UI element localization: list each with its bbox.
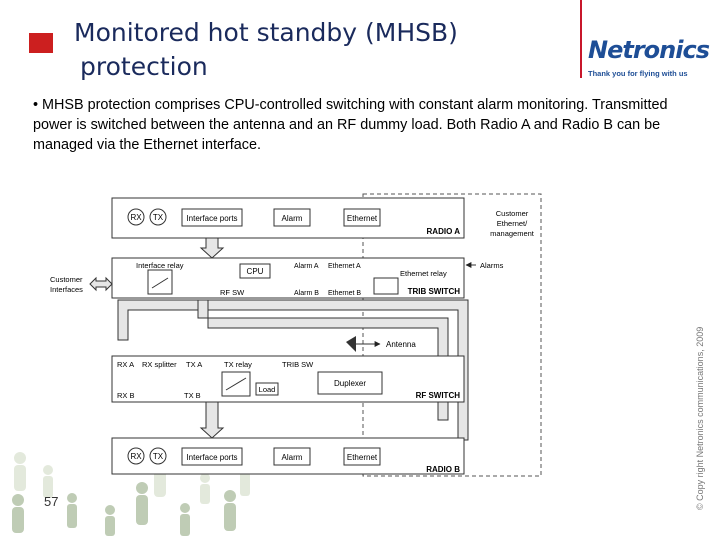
tx-b-label: TX B: [184, 391, 201, 400]
title-bullet-square: [29, 33, 53, 53]
title-line-1: Monitored hot standby (MHSB): [74, 18, 458, 47]
radio-a-alarm-label: Alarm: [282, 214, 303, 223]
rf-switch-label: RF SWITCH: [416, 391, 461, 400]
radio-a-interface-ports-label: Interface ports: [186, 214, 237, 223]
customer-interfaces-arrow: [89, 276, 113, 292]
management-boundary: [362, 193, 542, 477]
radio-b-rx-label: RX: [130, 452, 142, 461]
radio-a-alarm: [273, 208, 311, 227]
radio-a-interface-ports: [181, 208, 243, 227]
interface-path-arrow-a: [199, 237, 225, 259]
radio-b-rx-port: [127, 447, 145, 465]
antenna-icon: [346, 336, 356, 352]
copyright-text: © Copy right Netronics communications, 2…: [695, 326, 705, 510]
interface-relay-label: Interface relay: [136, 261, 184, 270]
logo-red-bar: [580, 0, 582, 78]
alarms-label: Alarms: [480, 261, 504, 270]
alarm-a-label: Alarm A: [294, 263, 319, 270]
mhsb-diagram: RX TX Interface ports Alarm Ethernet RAD…: [50, 193, 542, 477]
load-box: [255, 382, 279, 396]
page-number: 57: [44, 494, 59, 509]
customer-mgmt-label-2: Ethernet/: [497, 219, 528, 228]
body-text: • MHSB protection comprises CPU-controll…: [33, 97, 668, 153]
cpu-label: CPU: [247, 267, 264, 276]
radio-a-rx-port: [127, 208, 145, 226]
radio-b-alarm: [273, 447, 311, 466]
duplexer-label: Duplexer: [334, 379, 366, 388]
interface-relay-switch: [147, 269, 173, 295]
alarm-b-label: Alarm B: [294, 290, 319, 297]
netronics-logo: Netronics Thank you for flying with us: [580, 0, 710, 80]
logo-tagline: Thank you for flying with us: [588, 69, 688, 78]
duplexer-box: [317, 371, 383, 395]
radio-a-ethernet: [343, 208, 381, 227]
logo-name: Netronics: [588, 36, 710, 64]
radio-b-interface-ports: [181, 447, 243, 466]
load-label: Load: [259, 385, 276, 394]
trib-sw-label: TRIB SW: [282, 360, 314, 369]
radio-b-tx-label: TX: [153, 452, 164, 461]
rf-sw-label: RF SW: [220, 288, 245, 297]
rx-splitter-label: RX splitter: [142, 360, 177, 369]
radio-a-tx-port: [149, 208, 167, 226]
customer-interfaces-label-1: Customer: [50, 275, 83, 284]
ethernet-relay-switch: [373, 277, 399, 295]
ethernet-relay-label: Ethernet relay: [400, 269, 447, 278]
radio-a-ethernet-label: Ethernet: [347, 214, 378, 223]
cpu-box: [239, 263, 271, 279]
tx-relay-contact: [225, 377, 247, 391]
radio-a-label: RADIO A: [427, 227, 461, 236]
interface-relay-contact: [151, 277, 169, 289]
radio-b-alarm-label: Alarm: [282, 453, 303, 462]
interface-path-arrow-b: [199, 401, 225, 439]
copyright-notice: © Copy right Netronics communications, 2…: [690, 326, 710, 520]
radio-b-ethernet: [343, 447, 381, 466]
radio-a-tx-label: TX: [153, 213, 164, 222]
radio-b-interface-ports-label: Interface ports: [186, 453, 237, 462]
radio-a-rx-label: RX: [130, 213, 142, 222]
rx-a-label: RX A: [117, 360, 134, 369]
customer-mgmt-label-1: Customer: [496, 209, 529, 218]
ethernet-a-label: Ethernet A: [328, 263, 361, 270]
rx-b-label: RX B: [117, 391, 135, 400]
ethernet-b-label: Ethernet B: [328, 290, 361, 297]
trib-switch-label: TRIB SWITCH: [408, 287, 461, 296]
tx-path-b: [197, 299, 449, 421]
antenna-label: Antenna: [386, 340, 416, 349]
tx-path-a: [117, 299, 469, 441]
tx-a-label: TX A: [186, 360, 202, 369]
radio-b-tx-port: [149, 447, 167, 465]
tx-relay-label: TX relay: [224, 360, 252, 369]
slide-title: Monitored hot standby (MHSB) protection: [74, 16, 494, 84]
customer-interfaces-label-2: Interfaces: [50, 285, 83, 294]
customer-mgmt-label-3: management: [490, 229, 535, 238]
title-line-2: protection: [80, 52, 208, 81]
rf-switch-box: [111, 355, 465, 403]
radio-b-label: RADIO B: [426, 465, 460, 474]
radio-b-ethernet-label: Ethernet: [347, 453, 378, 462]
